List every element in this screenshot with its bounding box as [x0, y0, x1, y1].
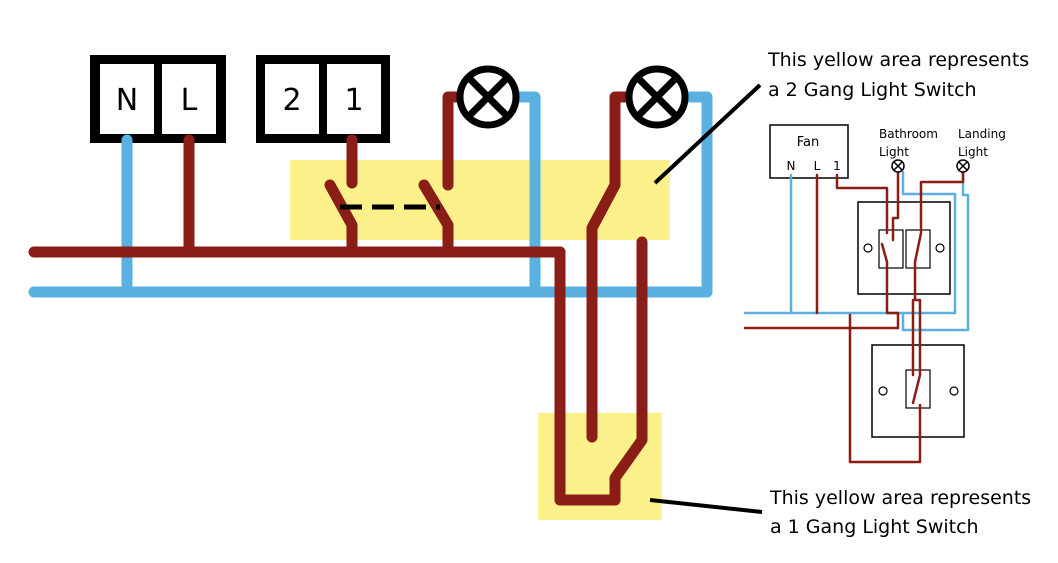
callout-two-gang-line2: a 2 Gang Light Switch	[768, 79, 977, 101]
terminal-l-label: L	[181, 83, 198, 118]
terminal-n-label: N	[116, 83, 138, 118]
inset-fan-terminal-l: L	[814, 159, 821, 173]
terminal-block-supply: N L	[90, 55, 226, 143]
inset-landing-label-line2: Light	[958, 145, 988, 159]
lamp-2-icon	[625, 65, 689, 129]
inset-fan-label: Fan	[797, 135, 820, 150]
callout-one-gang-line1: This yellow area represents	[769, 487, 1031, 509]
callout-one-gang-leader	[649, 498, 763, 514]
inset-bathroom-lamp-icon	[891, 159, 905, 173]
inset-fan-box	[769, 124, 849, 179]
inset-fan-terminal-1: 1	[833, 159, 841, 173]
inset-landing-lamp-icon	[956, 159, 970, 173]
terminal-block-fan: 2 1	[256, 55, 390, 143]
inset-fan-terminal-n: N	[787, 159, 796, 173]
inset-bathroom-label-line1: Bathroom	[879, 127, 938, 141]
terminal-2-label: 2	[282, 83, 301, 118]
inset-bathroom-label-line2: Light	[879, 145, 909, 159]
terminal-1-label: 1	[344, 83, 363, 118]
callout-one-gang-line2: a 1 Gang Light Switch	[770, 516, 979, 538]
inset-diagram: Fan N L 1 Bathroom Light Landing Light	[743, 124, 1006, 464]
lamp-1-icon	[456, 65, 520, 129]
callout-two-gang-leader	[653, 83, 762, 185]
live-wires	[28, 91, 648, 506]
inset-landing-label-line1: Landing	[958, 127, 1006, 141]
callout-two-gang-line1: This yellow area represents	[767, 49, 1029, 71]
inset-two-gang-plate	[857, 201, 951, 295]
